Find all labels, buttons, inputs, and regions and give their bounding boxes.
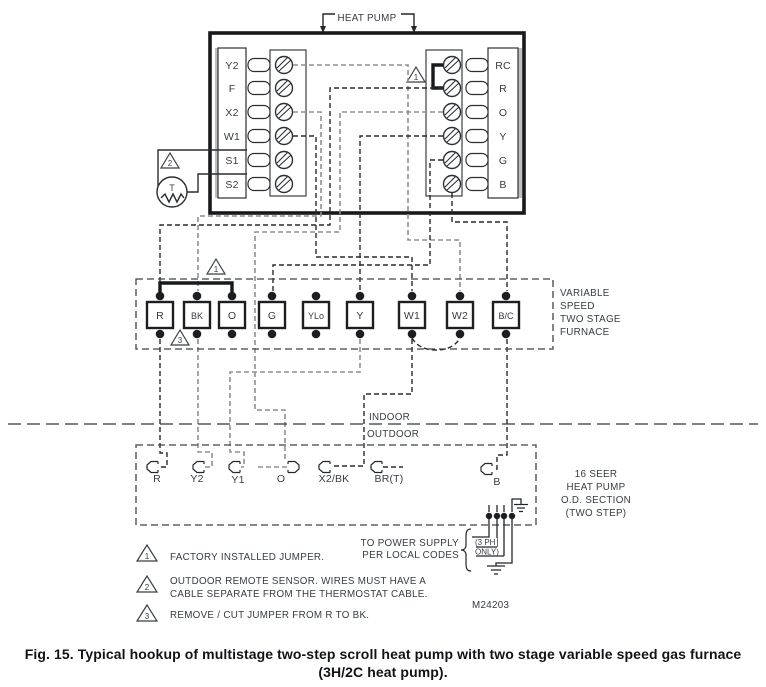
three-phase-label: (3 PH <box>475 538 496 547</box>
furnace-terminal-label: W2 <box>452 310 468 322</box>
svg-text:2: 2 <box>168 159 173 168</box>
heat-pump-title: HEAT PUMP <box>338 13 397 24</box>
thermostat-right-terminal-labels: RC R O Y G B <box>495 60 511 191</box>
svg-text:2: 2 <box>145 583 150 592</box>
furnace-terminal-label: W1 <box>404 310 420 322</box>
note-2: 2 OUTDOOR REMOTE SENSOR. WIRES MUST HAVE… <box>135 574 428 600</box>
furnace-terminal-label: B/C <box>498 311 514 321</box>
svg-text:(TWO STEP): (TWO STEP) <box>566 508 627 519</box>
terminal-slots <box>247 57 489 192</box>
earth-ground-icon <box>487 565 505 575</box>
triangle-marker-1-furnace: 1 <box>205 257 227 275</box>
outdoor-unit-enclosure <box>135 444 537 526</box>
svg-text:16 SEER: 16 SEER <box>575 469 617 480</box>
svg-text:1: 1 <box>145 552 150 561</box>
triangle-marker-2: 2 <box>159 151 181 169</box>
note-3: 3 REMOVE / CUT JUMPER FROM R TO BK. <box>135 603 369 622</box>
heat-pump-pointer-right-icon <box>401 13 417 33</box>
svg-text:3: 3 <box>145 612 150 621</box>
svg-text:1: 1 <box>414 73 419 82</box>
terminal-label: F <box>229 83 236 95</box>
heat-pump-pointer-left-icon <box>320 13 335 33</box>
terminal-label: G <box>499 155 507 167</box>
furnace-terminal-label: YLo <box>308 311 324 321</box>
svg-text:VARIABLE: VARIABLE <box>560 288 610 299</box>
drawing-number: M24203 <box>472 600 509 611</box>
chassis-ground-icon <box>514 503 528 513</box>
r-o-furnace-jumper <box>158 281 234 296</box>
outdoor-terminal-labels: R Y2 Y1 O X2/BK BR(T) B <box>153 473 500 488</box>
terminal-label: R <box>499 83 507 95</box>
terminal-label: RC <box>495 60 511 72</box>
svg-text:R: R <box>153 473 161 485</box>
svg-text:O: O <box>277 473 285 485</box>
indoor-label: INDOOR <box>369 412 410 423</box>
outdoor-label: OUTDOOR <box>367 429 419 440</box>
triangle-marker-1: 1 <box>405 65 427 83</box>
note-1: 1 FACTORY INSTALLED JUMPER. <box>135 543 324 563</box>
svg-text:X2/BK: X2/BK <box>319 473 350 485</box>
svg-text:O.D. SECTION: O.D. SECTION <box>561 495 631 506</box>
svg-text:(3H/2C heat pump).: (3H/2C heat pump). <box>318 664 447 680</box>
terminal-label: Y <box>499 131 506 143</box>
furnace-terminal-label: Y <box>356 310 363 322</box>
svg-text:Y2: Y2 <box>190 473 203 485</box>
indoor-outdoor-boundary: INDOOR OUTDOOR <box>8 412 758 440</box>
terminal-label: O <box>499 107 507 119</box>
resistor-icon <box>160 192 185 204</box>
terminal-label: S1 <box>225 155 238 167</box>
triangle-marker-3: 3 <box>169 328 191 346</box>
right-terminal-label-column <box>487 47 519 199</box>
left-terminal-label-column <box>217 47 247 199</box>
svg-text:SPEED: SPEED <box>560 301 595 312</box>
svg-text:FURNACE: FURNACE <box>560 327 610 338</box>
terminal-label: X2 <box>225 107 238 119</box>
svg-text:CABLE SEPARATE FROM THE THERM: CABLE SEPARATE FROM THE THERMOSTAT CABLE… <box>170 589 428 600</box>
outdoor-connector-icons <box>146 460 493 476</box>
svg-text:B: B <box>493 476 500 488</box>
svg-text:BR(T): BR(T) <box>375 473 404 485</box>
svg-text:HEAT PUMP: HEAT PUMP <box>567 482 626 493</box>
furnace-label: VARIABLE SPEED TWO STAGE FURNACE <box>560 288 621 338</box>
terminal-label: B <box>499 179 506 191</box>
terminal-label: W1 <box>224 131 240 143</box>
furnace-enclosure <box>135 278 554 350</box>
svg-text:OUTDOOR REMOTE SENSOR. WIRES: OUTDOOR REMOTE SENSOR. WIRES MUST HAVE A <box>170 576 426 587</box>
terminal-label: Y2 <box>225 60 238 72</box>
thermostat-left-terminal-labels: Y2 F X2 W1 S1 S2 <box>224 60 240 191</box>
figure-caption: Fig. 15. Typical hookup of multistage tw… <box>25 646 742 680</box>
svg-text:FACTORY INSTALLED JUMPER.: FACTORY INSTALLED JUMPER. <box>170 552 324 563</box>
brace-icon <box>460 528 472 572</box>
sensor-label: T <box>169 183 175 193</box>
svg-text:3: 3 <box>178 336 183 345</box>
furnace-terminal-label: G <box>268 310 276 322</box>
svg-text:Y1: Y1 <box>231 474 244 486</box>
wires-grey <box>197 64 461 468</box>
terminal-label: S2 <box>225 179 238 191</box>
furnace-terminal-label: BK <box>191 311 203 321</box>
right-terminal-strip <box>425 49 463 197</box>
svg-text:Fig. 15. Typical hookup of mul: Fig. 15. Typical hookup of multistage tw… <box>25 646 742 662</box>
power-supply-hookup: TO POWER SUPPLY PER LOCAL CODES (3 PH ON… <box>361 498 528 575</box>
outdoor-remote-sensor: T <box>156 149 247 208</box>
power-supply-label: PER LOCAL CODES <box>362 550 459 561</box>
svg-text:TWO STAGE: TWO STAGE <box>560 314 621 325</box>
terminal-screw-icons <box>274 55 462 194</box>
three-phase-label: ONLY) <box>475 548 499 557</box>
furnace-terminal-label: O <box>228 310 236 322</box>
svg-text:1: 1 <box>214 265 219 274</box>
wires-black <box>159 87 508 470</box>
svg-text:REMOVE / CUT JUMPER FROM R TO: REMOVE / CUT JUMPER FROM R TO BK. <box>170 610 369 621</box>
power-supply-label: TO POWER SUPPLY <box>361 538 459 549</box>
outdoor-unit-label: 16 SEER HEAT PUMP O.D. SECTION (TWO STEP… <box>561 469 631 519</box>
furnace-terminals: R BK O G YLo Y W1 W2 B/C <box>145 291 521 339</box>
furnace-terminal-label: R <box>156 310 164 322</box>
left-terminal-strip <box>269 49 307 197</box>
